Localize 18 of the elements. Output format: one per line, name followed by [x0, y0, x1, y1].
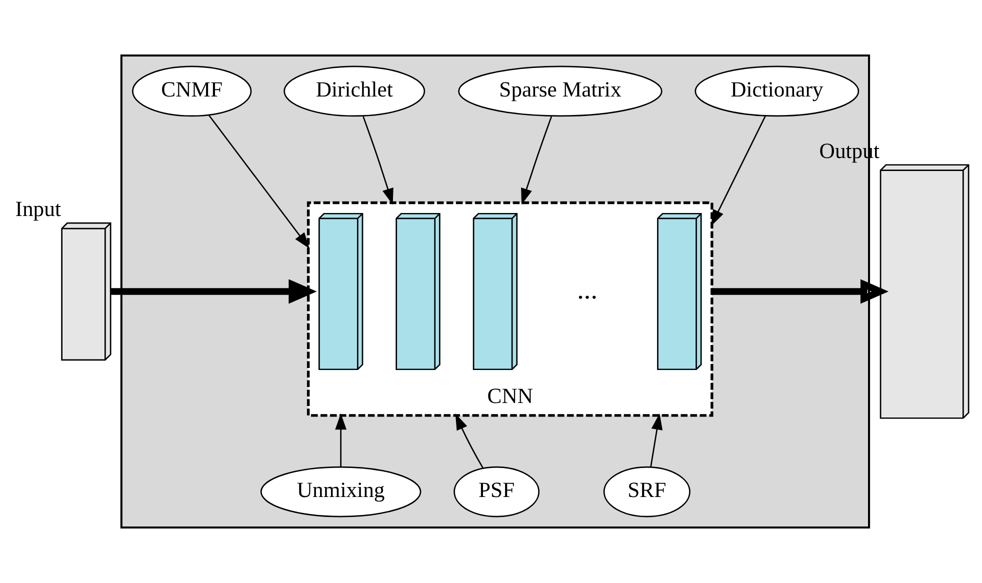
node-ellipse: PSF: [453, 466, 540, 518]
arrow: [710, 116, 766, 226]
node-ellipse: Dictionary: [694, 66, 859, 117]
label: ...: [576, 274, 597, 304]
arrow: [520, 116, 552, 205]
node-ellipse: Dirichlet: [283, 66, 425, 117]
node-ellipse: CNMF: [132, 66, 252, 117]
node-ellipse: Unmixing: [260, 466, 421, 518]
node-label: Input: [14, 197, 60, 222]
arrow: [208, 114, 310, 249]
arrow: [334, 413, 346, 466]
arrow: [362, 116, 393, 205]
arrow: [711, 279, 888, 304]
node-ellipse: SRF: [602, 466, 690, 518]
arrow: [650, 413, 662, 468]
node-ellipse: Sparse Matrix: [458, 66, 662, 117]
arrow: [110, 279, 316, 304]
arrow: [454, 414, 484, 469]
